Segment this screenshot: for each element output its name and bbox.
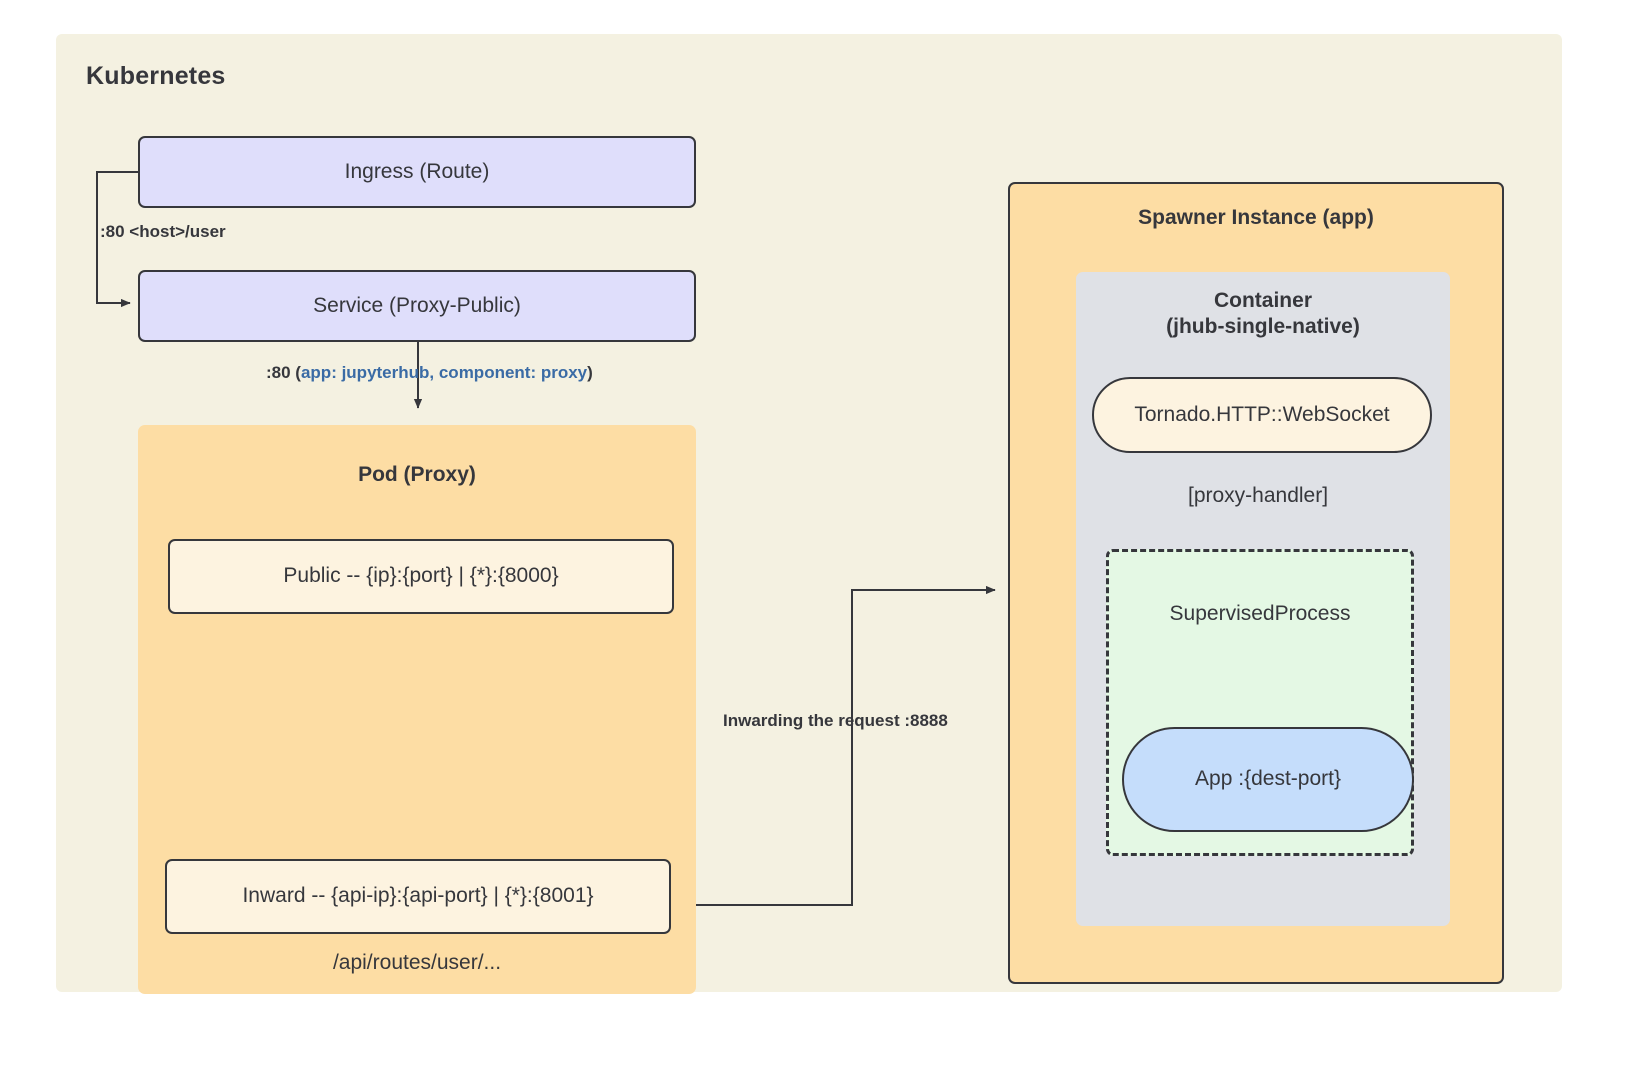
proxy-handler-edge-label: [proxy-handler] <box>1188 484 1329 507</box>
inwarding-request-edge-label: Inwarding the request :8888 <box>723 711 948 730</box>
kubernetes-cluster-title: Kubernetes <box>86 62 226 90</box>
service-edge-port: :80 ( <box>266 363 301 382</box>
pod-inward-listener-node[interactable]: Inward -- {api-ip}:{api-port} | {*}:{800… <box>165 859 671 934</box>
spawner-instance-title: Spawner Instance (app) <box>1138 206 1374 229</box>
api-routes-label: /api/routes/user/... <box>332 951 502 974</box>
pod-public-listener-node[interactable]: Public -- {ip}:{port} | {*}:{8000} <box>168 539 674 614</box>
service-edge-selector: app: jupyterhub, component: proxy <box>300 363 588 382</box>
supervised-process-title: SupervisedProcess <box>1169 602 1351 625</box>
app-dest-port-label: App :{dest-port} <box>1195 767 1341 791</box>
ingress-route-label: Ingress (Route) <box>344 159 490 183</box>
service-to-pod-edge-label: :80 (app: jupyterhub, component: proxy) <box>266 363 593 383</box>
service-proxy-public-label: Service (Proxy-Public) <box>313 293 521 317</box>
tornado-websocket-label: Tornado.HTTP::WebSocket <box>1134 402 1390 426</box>
container-title-line1: Container <box>1213 289 1312 312</box>
service-edge-close: ) <box>587 363 593 382</box>
ingress-to-service-edge-label: :80 <host>/user <box>100 222 226 241</box>
service-proxy-public-node[interactable]: Service (Proxy-Public) <box>138 270 696 342</box>
pod-public-listener-label: Public -- {ip}:{port} | {*}:{8000} <box>283 564 559 588</box>
tornado-websocket-node[interactable]: Tornado.HTTP::WebSocket <box>1092 377 1432 453</box>
ingress-route-node[interactable]: Ingress (Route) <box>138 136 696 208</box>
app-dest-port-node[interactable]: App :{dest-port} <box>1122 727 1414 832</box>
pod-inward-listener-label: Inward -- {api-ip}:{api-port} | {*}:{800… <box>242 884 594 908</box>
container-title: Container (jhub-single-native) <box>1076 288 1450 339</box>
container-title-line2: (jhub-single-native) <box>1166 314 1360 338</box>
pod-proxy-title: Pod (Proxy) <box>358 463 476 486</box>
